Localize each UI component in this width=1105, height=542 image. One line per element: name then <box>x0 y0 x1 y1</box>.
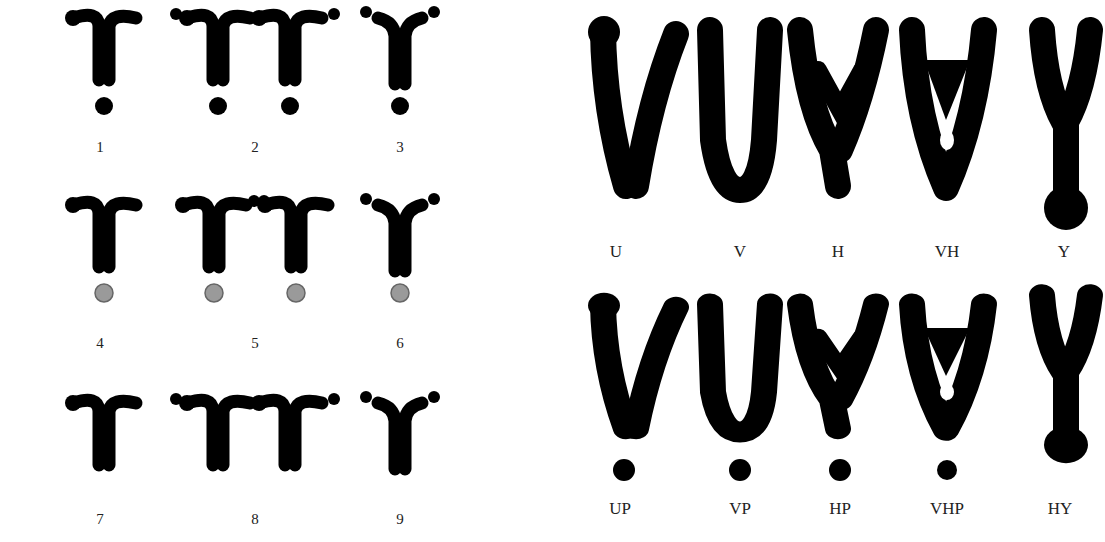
figure-label: 1 <box>96 140 104 155</box>
chromosome-shapes-top <box>588 16 1090 230</box>
figure-label: HP <box>829 500 851 517</box>
figure-label: H <box>832 243 844 260</box>
figure-label: HY <box>1048 500 1073 517</box>
figure-label: VH <box>935 243 960 260</box>
figure-label: 4 <box>96 336 104 351</box>
chromosome-row-2 <box>65 193 440 302</box>
figure-label: 7 <box>96 512 104 527</box>
figure-label: 2 <box>251 140 259 155</box>
figure-label: U <box>610 243 622 260</box>
figure-label: 8 <box>251 512 259 527</box>
figure-label: V <box>734 243 746 260</box>
figure-label: UP <box>609 500 631 517</box>
figure-label: 3 <box>396 140 404 155</box>
figure-label: 5 <box>251 336 259 351</box>
figure-label: VHP <box>930 500 964 517</box>
figure-label: 6 <box>396 336 404 351</box>
chromosome-shapes-bottom <box>588 293 1090 481</box>
figure-label: 9 <box>396 512 404 527</box>
chromosome-row-3 <box>65 391 440 469</box>
figure-label: VP <box>729 500 751 517</box>
figure-label: Y <box>1058 243 1070 260</box>
chromosome-row-1 <box>65 6 440 115</box>
